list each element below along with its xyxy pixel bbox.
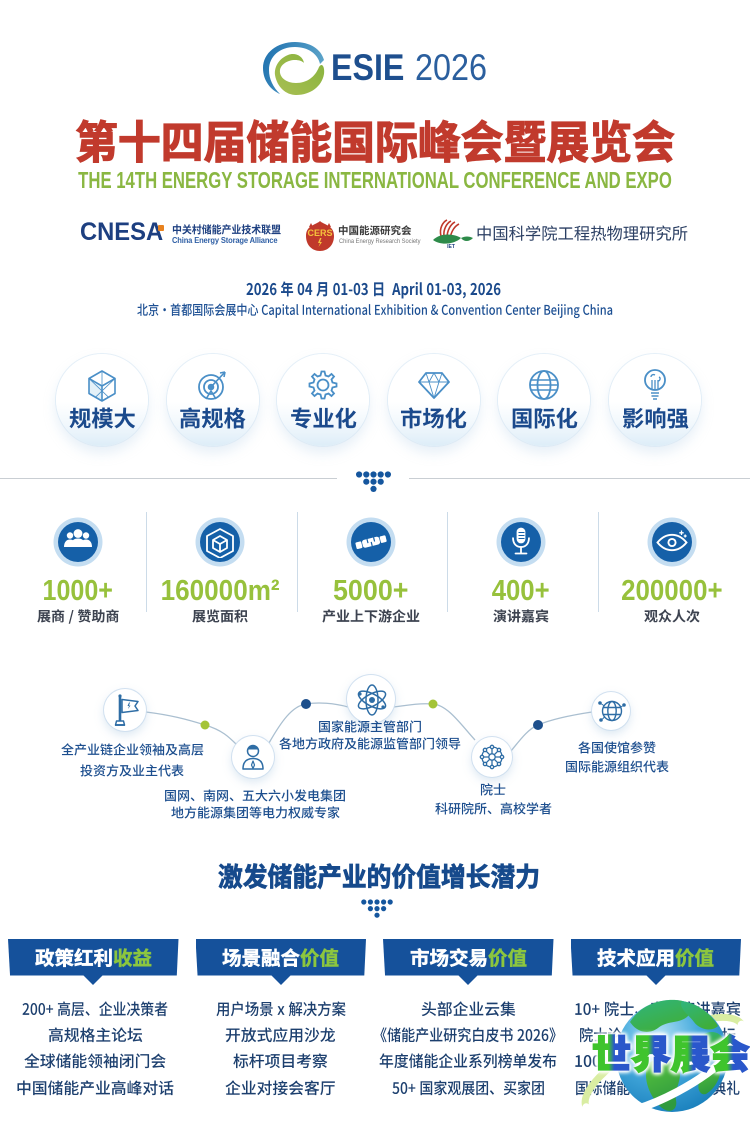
svg-text:IET: IET: [447, 244, 455, 250]
svg-text:CERS: CERS: [307, 228, 332, 238]
